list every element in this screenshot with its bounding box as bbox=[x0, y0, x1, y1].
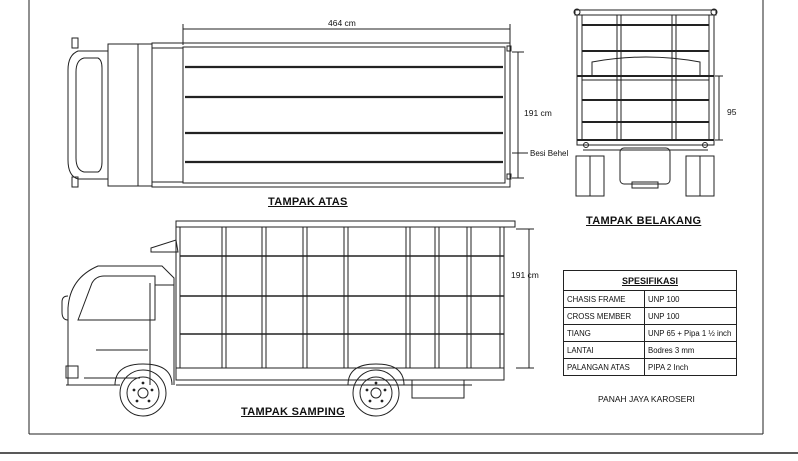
side-height-label: 191 cm bbox=[511, 270, 539, 280]
spec-label: TIANG bbox=[563, 324, 645, 342]
spec-label: CROSS MEMBER bbox=[563, 307, 645, 325]
spec-row: CHASIS FRAME UNP 100 bbox=[563, 290, 737, 308]
spec-value: UNP 100 bbox=[644, 307, 737, 325]
length-dimension-label: 464 cm bbox=[328, 18, 356, 28]
rail-note-label: Besi Behel bbox=[530, 149, 569, 158]
spec-row: PALANGAN ATAS PIPA 2 Inch bbox=[563, 358, 737, 376]
spec-label: CHASIS FRAME bbox=[563, 290, 645, 308]
wheel-nuts bbox=[132, 381, 387, 403]
width-dimension-label: 191 cm bbox=[524, 108, 552, 118]
spec-table: SPESIFIKASI CHASIS FRAME UNP 100 CROSS M… bbox=[563, 270, 737, 376]
spec-value: UNP 65 + Pipa 1 ½ inch bbox=[644, 324, 737, 342]
spec-row: LANTAI Bodres 3 mm bbox=[563, 341, 737, 359]
rear-view-caption: TAMPAK BELAKANG bbox=[586, 215, 702, 227]
spec-value: UNP 100 bbox=[644, 290, 737, 308]
spec-row: TIANG UNP 65 + Pipa 1 ½ inch bbox=[563, 324, 737, 342]
rear-height-label: 95 bbox=[727, 107, 737, 117]
spec-title: SPESIFIKASI bbox=[563, 270, 737, 291]
spec-label: LANTAI bbox=[563, 341, 645, 359]
side-view-caption: TAMPAK SAMPING bbox=[241, 406, 346, 418]
side-view bbox=[61, 220, 534, 417]
spec-row: CROSS MEMBER UNP 100 bbox=[563, 307, 737, 325]
company-name: PANAH JAYA KAROSERI bbox=[598, 394, 695, 404]
spec-value: Bodres 3 mm bbox=[644, 341, 737, 359]
top-view-caption: TAMPAK ATAS bbox=[268, 196, 348, 208]
spec-header-row: SPESIFIKASI bbox=[563, 270, 737, 291]
rear-view bbox=[573, 8, 723, 197]
spec-value: PIPA 2 Inch bbox=[644, 358, 737, 376]
spec-label: PALANGAN ATAS bbox=[563, 358, 645, 376]
top-view bbox=[67, 24, 528, 188]
